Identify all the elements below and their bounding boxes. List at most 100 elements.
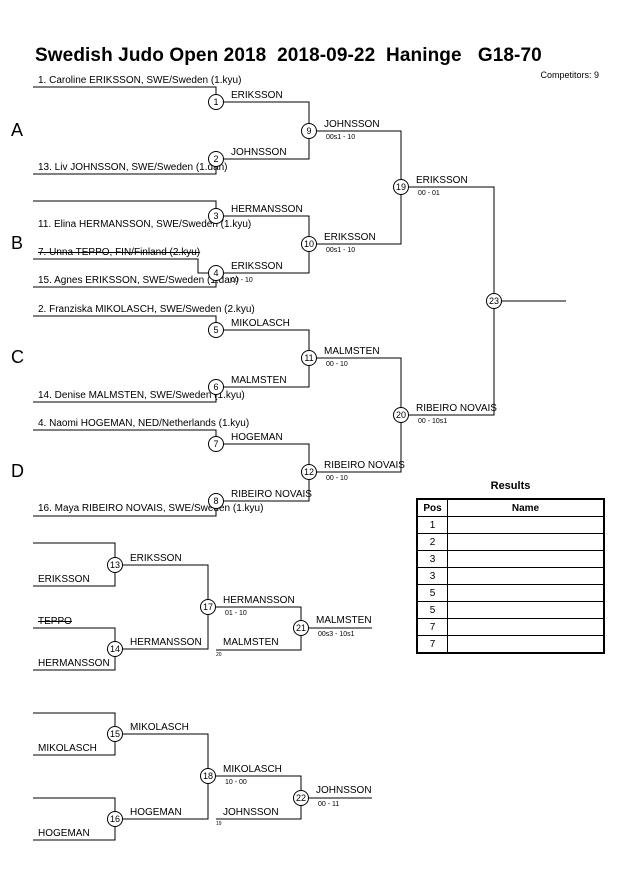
match-10-winner: ERIKSSON: [324, 232, 376, 243]
competitors-count: Competitors: 9: [540, 70, 599, 80]
match-21-score: 00s3 - 10s1: [318, 631, 355, 638]
match-2-winner: JOHNSSON: [231, 147, 287, 158]
repechage-14-bottom: HERMANSSON: [38, 658, 110, 669]
match-18-score: 10 - 00: [225, 779, 247, 786]
results-name: [447, 635, 605, 654]
results-header-name: Name: [447, 498, 605, 517]
repechage-14-top: TEPPO: [38, 616, 72, 627]
table-row: 5: [416, 584, 605, 602]
match-node: 17: [200, 599, 216, 615]
match-node: 1: [208, 94, 224, 110]
pool-label-b: B: [11, 233, 24, 253]
entry-1: 1. Caroline ERIKSSON, SWE/Sweden (1.kyu): [38, 75, 242, 86]
match-21-winner: MALMSTEN: [316, 615, 372, 626]
entry-13: 13. Liv JOHNSSON, SWE/Sweden (1.dan): [38, 162, 228, 173]
results-pos: 1: [416, 516, 448, 534]
match-node: 22: [293, 790, 309, 806]
page-title: Swedish Judo Open 2018 2018-09-22 Haning…: [35, 45, 542, 66]
match-node: 13: [107, 557, 123, 573]
pool-label-a: A: [11, 120, 24, 140]
match-node: 19: [393, 179, 409, 195]
match-10-score: 00s1 - 10: [326, 247, 356, 254]
table-row: 5: [416, 601, 605, 619]
results-pos: 7: [416, 618, 448, 636]
match-node: 8: [208, 493, 224, 509]
results-pos: 2: [416, 533, 448, 551]
match-node: 16: [107, 811, 123, 827]
match-14-winner: HERMANSSON: [130, 637, 202, 648]
results-name: [447, 618, 605, 636]
match-node: 21: [293, 620, 309, 636]
table-row: 7: [416, 618, 605, 636]
results-name: [447, 516, 605, 534]
table-row: 1: [416, 516, 605, 534]
results-name: [447, 550, 605, 568]
entry-2: 2. Franziska MIKOLASCH, SWE/Sweden (2.ky…: [38, 304, 255, 315]
results-header-pos: Pos: [416, 498, 448, 517]
match-7-winner: HOGEMAN: [231, 432, 283, 443]
match-12-winner: RIBEIRO NOVAIS: [324, 460, 405, 471]
match-node: 23: [486, 293, 502, 309]
results-pos: 5: [416, 601, 448, 619]
match-18-opponent: JOHNSSON: [223, 807, 279, 818]
match-node: 20: [393, 407, 409, 423]
match-19-score: 00 - 01: [418, 190, 440, 197]
match-node: 10: [301, 236, 317, 252]
results-pos: 5: [416, 584, 448, 602]
pool-label-d: D: [11, 461, 24, 481]
match-11-winner: MALMSTEN: [324, 346, 380, 357]
pool-label-c: C: [11, 347, 24, 367]
match-node: 18: [200, 768, 216, 784]
match-5-winner: MIKOLASCH: [231, 318, 290, 329]
match-16-winner: HOGEMAN: [130, 807, 182, 818]
entry-14: 14. Denise MALMSTEN, SWE/Sweden (1.kyu): [38, 390, 245, 401]
match-22-winner: JOHNSSON: [316, 785, 372, 796]
match-3-winner: HERMANSSON: [231, 204, 303, 215]
entry-11: 11. Elina HERMANSSON, SWE/Sweden (1.kyu): [38, 219, 252, 230]
match-node: 7: [208, 436, 224, 452]
match-17-opponent-ref: 20: [216, 652, 222, 658]
results-table: Pos Name 1 2 3 3 5 5 7 7: [416, 498, 605, 654]
results-pos: 3: [416, 567, 448, 585]
match-1-winner: ERIKSSON: [231, 90, 283, 101]
match-4-score: 00 - 10: [231, 277, 253, 284]
match-19-winner: ERIKSSON: [416, 175, 468, 186]
match-22-score: 00 - 11: [318, 801, 340, 808]
results-name: [447, 533, 605, 551]
results-name: [447, 584, 605, 602]
match-17-score: 01 - 10: [225, 610, 247, 617]
repechage-13-bottom: ERIKSSON: [38, 574, 90, 585]
entry-16: 16. Maya RIBEIRO NOVAIS, SWE/Sweden (1.k…: [38, 503, 264, 514]
table-row: 2: [416, 533, 605, 551]
match-node: 14: [107, 641, 123, 657]
match-node: 9: [301, 123, 317, 139]
entry-4: 4. Naomi HOGEMAN, NED/Netherlands (1.kyu…: [38, 418, 250, 429]
match-node: 5: [208, 322, 224, 338]
match-11-score: 00 - 10: [326, 361, 348, 368]
results-name: [447, 601, 605, 619]
results-title: Results: [490, 480, 531, 492]
results-pos: 7: [416, 635, 448, 654]
match-node: 4: [208, 265, 224, 281]
table-row: 7: [416, 635, 605, 654]
match-4-winner: ERIKSSON: [231, 261, 283, 272]
match-9-winner: JOHNSSON: [324, 119, 380, 130]
results-pos: 3: [416, 550, 448, 568]
match-18-winner: MIKOLASCH: [223, 764, 282, 775]
table-row: 3: [416, 550, 605, 568]
match-9-score: 00s1 - 10: [326, 134, 356, 141]
repechage-16-bottom: HOGEMAN: [38, 828, 90, 839]
match-8-winner: RIBEIRO NOVAIS: [231, 489, 312, 500]
repechage-15-bottom: MIKOLASCH: [38, 743, 97, 754]
match-18-opponent-ref: 19: [216, 821, 222, 827]
match-6-winner: MALMSTEN: [231, 375, 287, 386]
match-node: 11: [301, 350, 317, 366]
match-17-opponent: MALMSTEN: [223, 637, 279, 648]
entry-15: 15. Agnes ERIKSSON, SWE/Sweden (1.dan): [38, 275, 239, 286]
table-row: 3: [416, 567, 605, 585]
match-node: 3: [208, 208, 224, 224]
results-header-row: Pos Name: [416, 498, 605, 517]
match-node: 15: [107, 726, 123, 742]
match-20-score: 00 - 10s1: [418, 418, 448, 425]
results-name: [447, 567, 605, 585]
